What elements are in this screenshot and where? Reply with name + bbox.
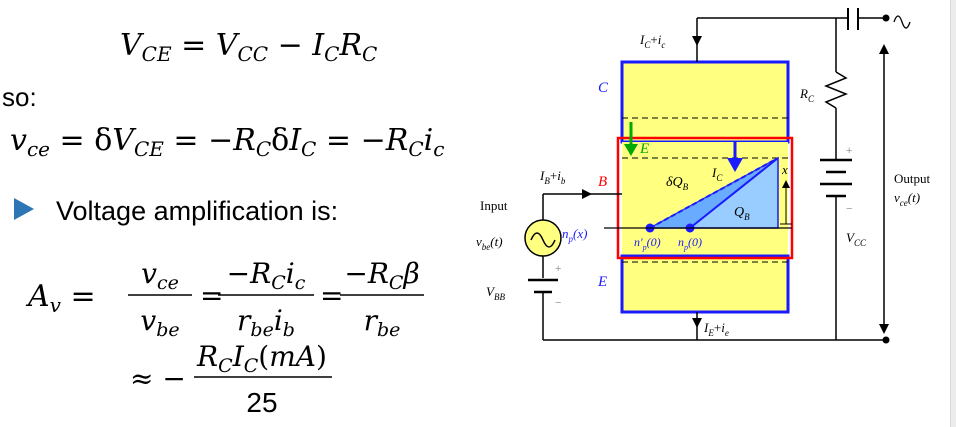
bullet-triangle-icon (14, 198, 34, 220)
ac-symbol-icon (893, 15, 911, 29)
collector-region (620, 60, 790, 144)
slide-edge (950, 0, 956, 427)
svg-text:−RCβ: −RCβ (344, 257, 419, 294)
vcc-label: VCC (846, 230, 867, 248)
svg-text:vce = δVCE = −RCδIC = −RCic: vce = δVCE = −RCδIC = −RCic (10, 123, 444, 161)
x-axis-label: x (781, 162, 788, 177)
region-b-label: B (598, 174, 607, 190)
vce-t-label: vce(t) (894, 190, 920, 208)
bjt-diagram: E IC δQB QB x C B E np(x) n'p(0) np(0) I… (476, 8, 931, 344)
region-e-label: E (597, 274, 607, 290)
np0-prime-label: n'p(0) (634, 235, 661, 252)
vbb-label: VBB (486, 284, 505, 302)
base-highlight-box (616, 136, 794, 260)
region-c-label: C (598, 80, 609, 96)
svg-text:vce: vce (141, 257, 179, 294)
ic-arrow-icon (727, 158, 743, 172)
svg-text:25: 25 (246, 387, 277, 418)
output-label: Output (894, 171, 931, 186)
resistor-rc-icon (823, 71, 849, 109)
emitter-current-label: IE+ie (703, 320, 729, 338)
emitter-region (620, 254, 790, 314)
base-current-label: IB+ib (539, 168, 566, 186)
svg-text:=: = (200, 279, 223, 312)
equation-approx: ≈ − RCIC(mA) 25 (130, 340, 332, 418)
svg-text:=: = (320, 279, 343, 312)
collector-current-label: IC+ic (639, 32, 665, 50)
svg-text:Av =: Av = (25, 279, 96, 317)
svg-text:rbeib: rbeib (237, 304, 295, 341)
svg-text:−RCic: −RCic (227, 257, 306, 294)
so-label: so: (2, 82, 37, 112)
equation-av: Av = vce vbe = −RCic rbeib = −RCβ rbe (25, 257, 424, 341)
svg-text:−: − (555, 297, 561, 309)
output-terminal-bottom (882, 336, 890, 344)
svg-text:rbe: rbe (364, 304, 401, 341)
vbe-label: vbe(t) (476, 234, 503, 252)
equation-vce-main: VCE = VCC − ICRC (120, 28, 377, 66)
rc-label: RC (799, 86, 815, 104)
input-label: Input (480, 198, 508, 213)
svg-text:VCE = VCC − ICRC: VCE = VCC − ICRC (120, 28, 377, 66)
output-terminal-top (882, 14, 890, 22)
svg-text:RCIC(mA): RCIC(mA) (196, 340, 327, 377)
field-e-label: E (639, 141, 649, 157)
svg-text:vbe: vbe (140, 304, 179, 341)
np-x-label: np(x) (562, 226, 587, 244)
bullet-text: Voltage amplification is: (56, 196, 338, 226)
svg-text:+: + (555, 263, 561, 275)
equation-vce-small: vce = δVCE = −RCδIC = −RCic (10, 123, 444, 161)
svg-text:−: − (846, 203, 852, 215)
svg-text:+: + (846, 145, 852, 157)
svg-text:≈ −: ≈ − (130, 362, 186, 395)
ac-source-icon (524, 219, 562, 257)
field-e-arrow-icon (624, 144, 638, 156)
